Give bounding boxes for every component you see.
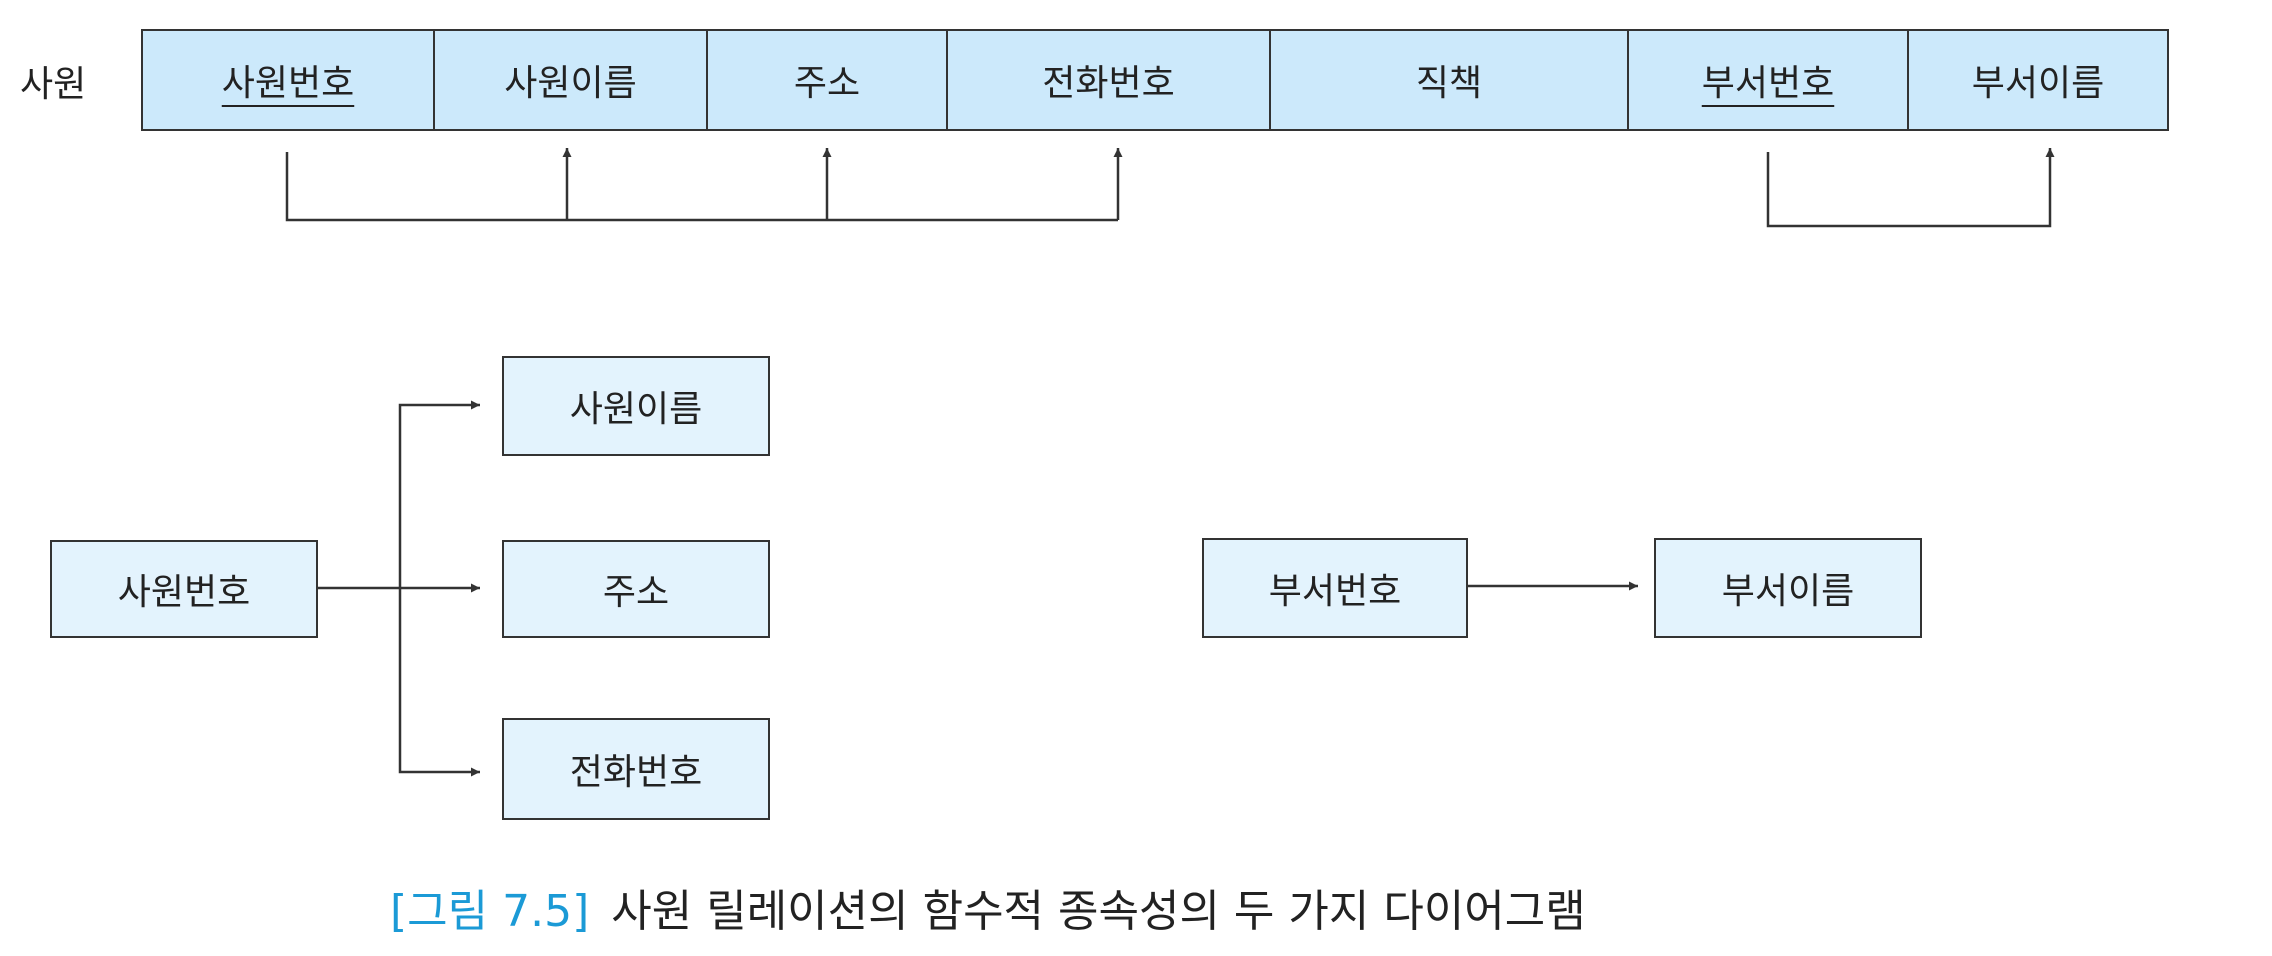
attr-label: 전화번호 <box>1042 63 1175 104</box>
fd-branch-down <box>398 588 480 777</box>
fd-arrow-to-dept-name <box>1766 148 2055 228</box>
attr-dept-no: 부서번호 <box>1627 31 1907 129</box>
attr-dept-name: 부서이름 <box>1907 31 2167 129</box>
figure-title: 사원 릴레이션의 함수적 종속성의 두 가지 다이어그램 <box>611 886 1586 937</box>
box-dept-no: 부서번호 <box>1202 538 1468 638</box>
attr-label: 주소 <box>793 63 861 104</box>
attr-emp-no: 사원번호 <box>143 31 433 129</box>
box-emp-name: 사원이름 <box>502 356 770 456</box>
attr-position: 직책 <box>1269 31 1627 129</box>
attr-label: 부서번호 <box>1701 63 1835 104</box>
attr-label: 부서이름 <box>1971 63 2105 104</box>
attr-label: 직책 <box>1415 63 1483 104</box>
figure-caption: [그림 7.5] 사원 릴레이션의 함수적 종속성의 두 가지 다이어그램 <box>390 880 1890 944</box>
attr-label: 사원번호 <box>221 63 355 104</box>
attr-address: 주소 <box>706 31 946 129</box>
figure-number: [그림 7.5] <box>390 886 590 937</box>
box-emp-no: 사원번호 <box>50 540 318 638</box>
box-dept-name: 부서이름 <box>1654 538 1922 638</box>
attr-phone: 전화번호 <box>946 31 1269 129</box>
box-address: 주소 <box>502 540 770 638</box>
attr-label: 사원이름 <box>504 63 637 104</box>
fd-line-emp-top <box>285 152 1118 222</box>
box-phone: 전화번호 <box>502 718 770 820</box>
relation-name: 사원 <box>20 64 87 105</box>
fd-branch-up <box>398 400 480 588</box>
attr-emp-name: 사원이름 <box>433 31 706 129</box>
relation-schema: 사원번호 사원이름 주소 전화번호 직책 부서번호 부서이름 <box>141 29 2169 131</box>
